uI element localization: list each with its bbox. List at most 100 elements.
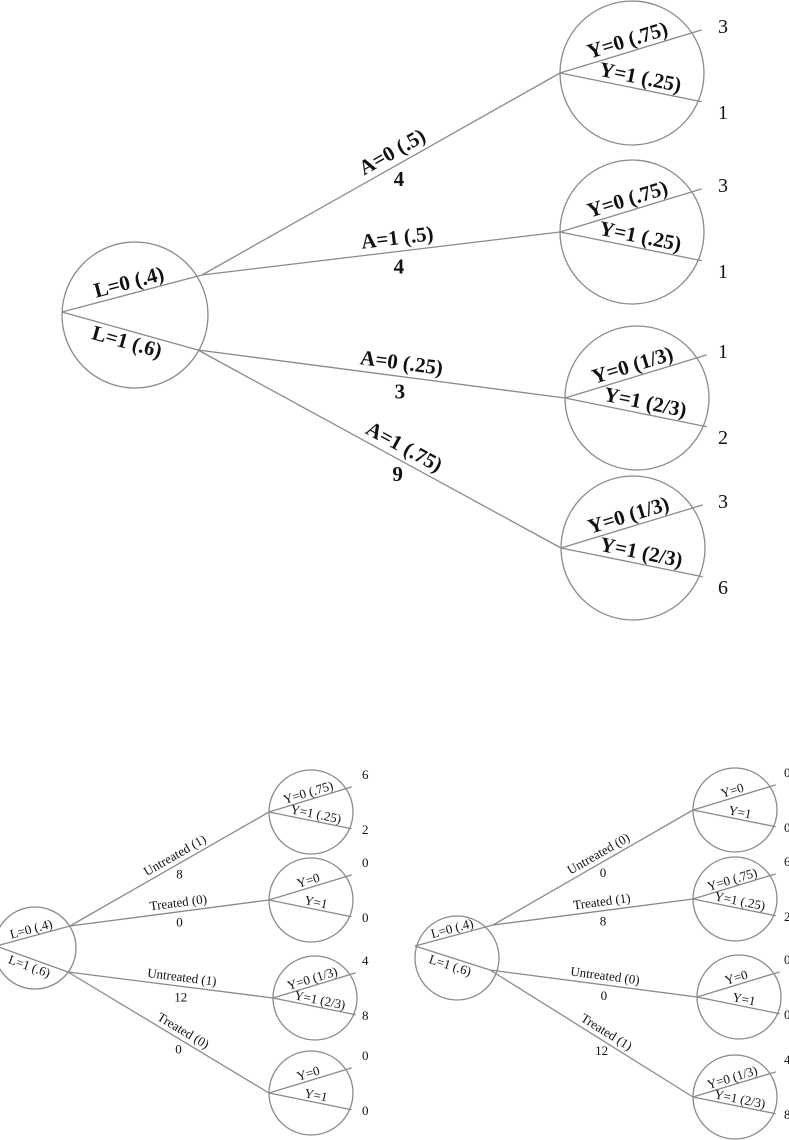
leaf-split-line-y0 — [272, 972, 356, 999]
leaf-count-y0: 0 — [784, 765, 789, 780]
branch-label: Untreated (1) — [146, 965, 217, 989]
root-split-line-l0 — [61, 274, 203, 313]
branch-line — [201, 72, 561, 276]
leaf-split-line-y1 — [268, 811, 352, 830]
leaf-label-y0: Y=0 (1/3) — [585, 491, 672, 538]
branch-label: Untreated (0) — [564, 830, 632, 878]
branch-count: 4 — [394, 254, 405, 278]
leaf-count-y1: 0 — [362, 1103, 369, 1118]
root-label-l0: L=0 (.4) — [8, 916, 54, 942]
leaf-count-y0: 6 — [362, 767, 369, 782]
leaf-label-y0: Y=0 (.75) — [584, 16, 671, 63]
leaf-split-line-y0 — [560, 504, 703, 549]
root-split-line-l0 — [414, 924, 494, 947]
leaf-label-y0: Y=0 (.75) — [584, 175, 671, 222]
branch-count: 4 — [394, 167, 405, 191]
root-label-l0: L=0 (.4) — [429, 915, 475, 941]
leaf-split-line-y1 — [272, 997, 356, 1016]
leaf-count-y0: 3 — [718, 175, 728, 197]
leaf-split-line-y0 — [268, 1067, 352, 1094]
branch-line — [489, 969, 694, 1098]
branch-count: 8 — [176, 866, 183, 881]
leaf-label-y1: Y=1 (.25) — [289, 801, 342, 826]
leaf-count-y0: 4 — [362, 953, 369, 968]
branch-line — [197, 349, 566, 399]
leaf-label-y0: Y=0 (1/3) — [705, 1063, 759, 1092]
leaf-split-line-y0 — [268, 786, 352, 813]
branch-label: Treated (1) — [572, 890, 631, 912]
leaf-split-line-y1 — [560, 547, 703, 578]
leaf-split-line-y1 — [564, 397, 707, 428]
leaf-label-y1: Y=1 — [303, 892, 329, 911]
leaf-count-y1: 1 — [718, 102, 728, 124]
root-node-circle — [61, 241, 209, 389]
leaf-split-line-y0 — [268, 874, 352, 901]
leaf-count-y1: 2 — [718, 427, 728, 449]
leaf-split-line-y1 — [696, 996, 780, 1015]
leaf-count-y1: 8 — [784, 1107, 789, 1122]
branch-line — [67, 971, 274, 999]
leaf-split-line-y1 — [692, 809, 776, 828]
leaf-label-y0: Y=0 — [295, 870, 322, 891]
leaf-label-y1: Y=1 (2/3) — [598, 532, 685, 572]
leaf-count-y0: 3 — [718, 16, 728, 38]
leaf-split-line-y0 — [692, 873, 776, 900]
leaf-count-y1: 6 — [718, 577, 728, 599]
leaf-split-line-y0 — [559, 29, 702, 74]
root-label-l1: L=1 (.6) — [427, 951, 473, 979]
branch-line — [201, 231, 561, 276]
leaf-label-y0: Y=0 — [295, 1063, 322, 1084]
leaf-count-y1: 2 — [784, 909, 789, 924]
leaf-count-y0: 0 — [362, 1048, 369, 1063]
leaf-count-y0: 0 — [784, 952, 789, 967]
leaf-split-line-y1 — [692, 898, 776, 917]
branch-line — [197, 349, 562, 549]
leaf-label-y1: Y=1 — [731, 989, 757, 1008]
branch-count: 12 — [174, 989, 187, 1004]
leaf-label-y1: Y=1 (.25) — [597, 216, 683, 256]
root-split-line-l0 — [0, 925, 71, 946]
leaf-split-line-y1 — [692, 1096, 776, 1115]
leaf-split-line-y1 — [559, 72, 702, 103]
branch-count: 0 — [175, 1042, 182, 1057]
branch-label: Treated (0) — [155, 1009, 212, 1052]
leaf-label-y1: Y=1 (.25) — [713, 888, 766, 913]
leaf-split-line-y1 — [559, 231, 702, 262]
root-split-line-l1 — [414, 945, 491, 971]
branch-line — [492, 809, 694, 926]
leaf-count-y0: 0 — [362, 855, 369, 870]
leaf-split-line-y1 — [268, 899, 352, 918]
leaf-label-y0: Y=0 (.75) — [281, 778, 335, 807]
branch-line — [489, 969, 698, 998]
leaf-label-y1: Y=1 (.25) — [597, 57, 683, 97]
leaf-split-line-y0 — [564, 354, 707, 399]
branch-line — [67, 971, 270, 1094]
root-node-circle — [414, 915, 500, 1001]
branch-count: 0 — [600, 865, 607, 880]
leaf-count-y1: 8 — [362, 1008, 369, 1023]
leaf-count-y0: 6 — [784, 854, 789, 869]
leaf-split-line-y0 — [559, 188, 702, 233]
root-label-l1: L=1 (.6) — [89, 320, 164, 362]
branch-label: Untreated (1) — [141, 831, 209, 879]
branch-line — [492, 898, 694, 926]
leaf-count-y1: 2 — [362, 822, 369, 837]
leaf-count-y1: 0 — [362, 910, 369, 925]
leaf-label-y1: Y=1 — [303, 1085, 329, 1104]
branch-label: Treated (0) — [149, 891, 208, 913]
leaf-split-line-y0 — [692, 1071, 776, 1098]
root-label-l0: L=0 (.4) — [91, 261, 166, 302]
leaf-count-y0: 4 — [784, 1052, 789, 1067]
branch-count: 12 — [595, 1043, 608, 1058]
branch-count: 9 — [392, 462, 403, 486]
root-node-circle — [0, 906, 77, 990]
branch-count: 3 — [395, 379, 406, 403]
leaf-count-y1: 0 — [784, 1007, 789, 1022]
leaf-label-y1: Y=1 (2/3) — [293, 987, 347, 1012]
leaf-split-line-y0 — [696, 971, 780, 998]
leaf-label-y0: Y=0 — [719, 780, 746, 801]
leaf-count-y1: 1 — [718, 261, 728, 283]
root-split-line-l1 — [0, 946, 69, 973]
leaf-split-line-y1 — [268, 1092, 352, 1111]
